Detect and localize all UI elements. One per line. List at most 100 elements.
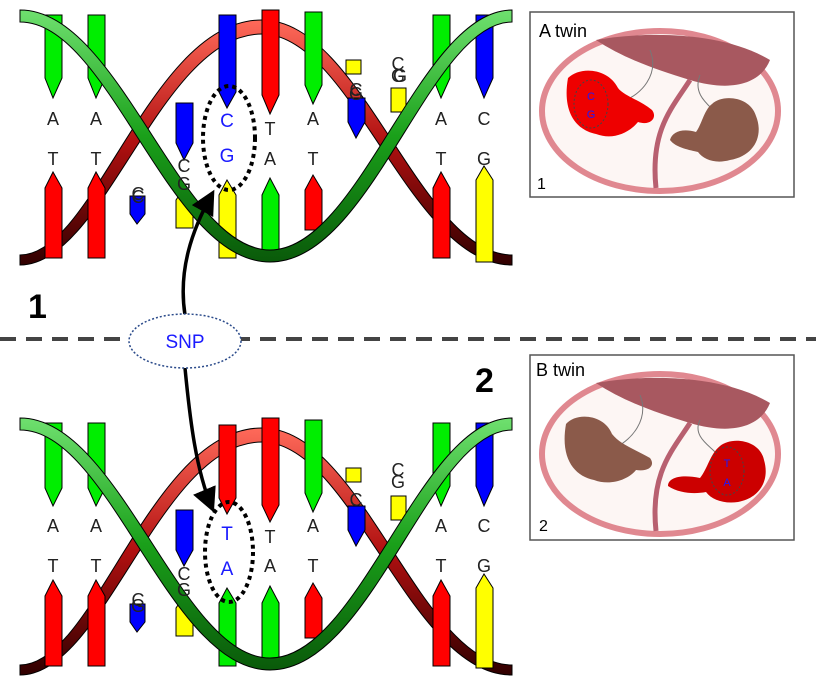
fetus-other [564, 416, 653, 483]
bottom-bases [44, 573, 494, 669]
fetus-highlighted [566, 70, 655, 137]
letter: T [48, 556, 59, 576]
twin-a-title: A twin [539, 21, 587, 41]
base-top-adenine [304, 419, 323, 514]
base-top-thymine [218, 424, 237, 516]
base-top-cytosine [218, 14, 237, 110]
snp-letter-bottom: G [220, 146, 235, 167]
base-back-cytosine [129, 603, 146, 633]
snp-label: SNP [165, 332, 204, 353]
base-back-guanine [345, 467, 362, 483]
snp-dotted-ellipse [203, 500, 255, 604]
fetus-pair-bottom: G [587, 109, 596, 121]
top-bases [44, 417, 494, 568]
bottom-bases [44, 165, 494, 263]
letter: T [265, 119, 276, 139]
base-bottom-thymine [87, 170, 106, 259]
fetus-pair-bottom: A [723, 477, 731, 489]
letter: C [478, 109, 491, 129]
base-letters: A A C T A A C T T C G G A T T G G [47, 66, 491, 204]
letter: G [177, 174, 191, 194]
letter: A [435, 109, 447, 129]
placenta-divider [652, 78, 693, 189]
snp-callout [128, 313, 242, 369]
dna-strand-red [19, 427, 513, 676]
letter: A [90, 516, 102, 536]
base-bottom-thymine [432, 170, 451, 259]
base-bottom-thymine [87, 578, 106, 667]
letter: G [477, 556, 491, 576]
letter: T [48, 149, 59, 169]
letter: A [47, 516, 59, 536]
snp-dotted-ellipse [201, 84, 257, 192]
letter: C [132, 590, 145, 610]
base-bottom-thymine [304, 173, 323, 231]
letter: T [91, 556, 102, 576]
letter: T [91, 149, 102, 169]
snp-arrow-up [181, 189, 215, 316]
letter: A [435, 516, 447, 536]
base-top-cytosine [175, 509, 194, 568]
letter: C [178, 564, 191, 584]
base-bottom-guanine [475, 573, 494, 669]
base-bottom-thymine [44, 170, 63, 259]
base-back-guanine [345, 59, 362, 75]
fetus-pair-ellipse [709, 446, 745, 496]
base-bottom-thymine [432, 578, 451, 667]
letter: G [349, 84, 363, 104]
placenta-divider [652, 421, 693, 532]
dna-panel-2: A A T A A C T T C G A T T G C C G T A [19, 417, 513, 676]
letter: G [391, 472, 405, 492]
letter: T [436, 556, 447, 576]
base-bottom-thymine [304, 581, 323, 639]
letter: T [308, 556, 319, 576]
letter: T [265, 527, 276, 547]
fetus-pair-top: C [587, 91, 595, 103]
base-letters: A A T A A C T T C G A T T G C C G [47, 472, 491, 610]
snp-letter-bottom: A [221, 559, 234, 580]
letter: A [264, 556, 276, 576]
base-bottom-thymine [44, 578, 63, 667]
snp-arrow-down [183, 367, 216, 513]
dna-strand-red [19, 19, 513, 266]
letter: C [478, 516, 491, 536]
letter: A [47, 109, 59, 129]
panel-number-2: 2 [475, 362, 494, 400]
snp-letter-top: C [220, 111, 234, 132]
base-top-thymine [261, 417, 280, 524]
base-top-cytosine [175, 102, 194, 162]
placenta [596, 377, 770, 429]
letter: A [264, 149, 276, 169]
letter: A [307, 109, 319, 129]
base-top-adenine [304, 11, 323, 106]
letter: A [90, 109, 102, 129]
twin-b-panel: B twin T A 2 [529, 354, 795, 541]
twin-b-number: 2 [539, 518, 548, 535]
panel-number-1: 1 [28, 288, 47, 326]
fetus-pair-top: T [724, 458, 731, 470]
letter: G [477, 149, 491, 169]
letter: T [436, 149, 447, 169]
dna-strand-green [19, 417, 513, 671]
base-top-cytosine [347, 97, 366, 140]
base-bottom-guanine [475, 165, 494, 263]
back-bases [129, 59, 407, 225]
twin-a-panel: A twin C G 1 [529, 11, 795, 198]
letter: G [391, 66, 405, 86]
base-bottom-adenine [261, 176, 280, 259]
letter: C [350, 490, 363, 510]
back-bases [129, 467, 407, 633]
letter: A [307, 516, 319, 536]
base-bottom-adenine [261, 584, 280, 667]
dna-panel-1: A A C T A A C T T C G G A T T G G C G [19, 9, 513, 266]
letter: C [132, 184, 145, 204]
letter: C [178, 156, 191, 176]
letter: G [177, 580, 191, 600]
letter: T [308, 149, 319, 169]
twin-b-title: B twin [536, 360, 585, 380]
twin-a-number: 1 [537, 176, 546, 193]
placenta [596, 34, 770, 86]
fetus-highlighted [668, 440, 766, 503]
snp-letter-top: T [221, 524, 233, 545]
